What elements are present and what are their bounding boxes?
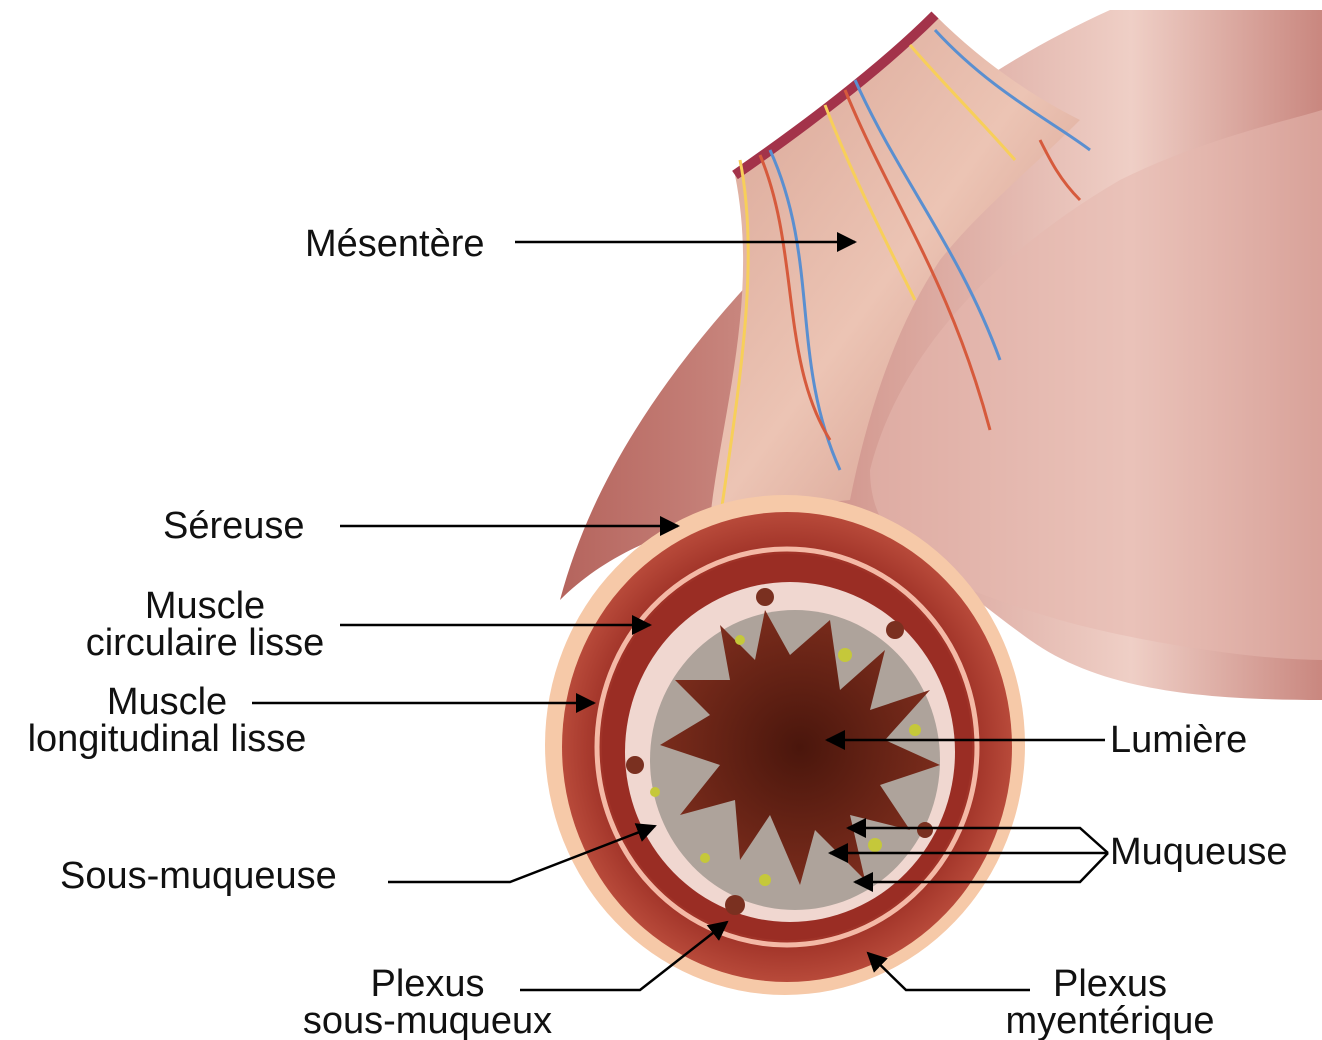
label-plexus-sous-muqueux-line2: sous-muqueux <box>285 1003 570 1040</box>
label-muscle-longitudinal-line1: Muscle <box>8 684 326 721</box>
label-muscle-circulaire-line2: circulaire lisse <box>70 625 340 662</box>
label-plexus-sous-muqueux: Plexus sous-muqueux <box>285 966 570 1040</box>
label-plexus-myenterique-line1: Plexus <box>988 966 1232 1003</box>
label-mesentere: Mésentère <box>305 226 485 263</box>
label-plexus-sous-muqueux-line1: Plexus <box>285 966 570 1003</box>
label-muscle-circulaire-line1: Muscle <box>70 588 340 625</box>
label-muscle-circulaire: Muscle circulaire lisse <box>70 588 340 662</box>
label-muscle-longitudinal-line2: longitudinal lisse <box>8 721 326 758</box>
label-plexus-myenterique: Plexus myentérique <box>988 966 1232 1040</box>
label-muqueuse: Muqueuse <box>1110 834 1287 871</box>
label-sous-muqueuse: Sous-muqueuse <box>60 858 337 895</box>
label-lumiere: Lumière <box>1110 722 1247 759</box>
label-sereuse: Séreuse <box>163 508 305 545</box>
label-plexus-myenterique-line2: myentérique <box>988 1003 1232 1040</box>
label-muscle-longitudinal: Muscle longitudinal lisse <box>8 684 326 758</box>
